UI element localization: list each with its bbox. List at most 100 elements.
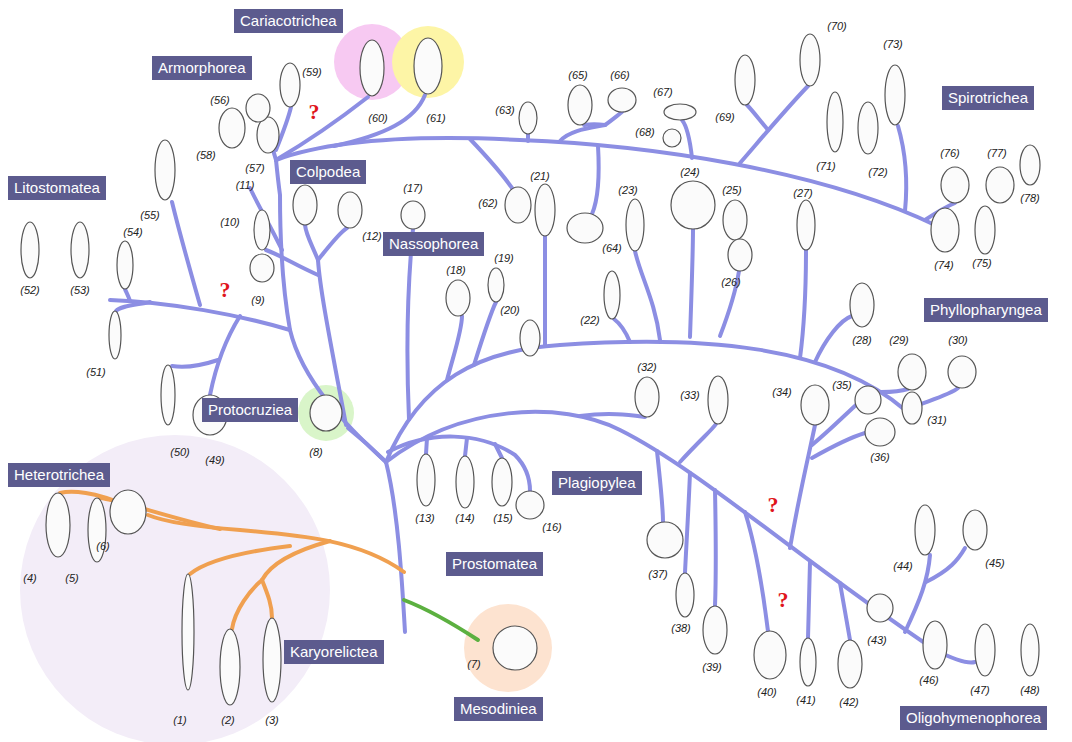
- callout-number: (68): [635, 126, 655, 139]
- class-name: Nassophorea: [389, 235, 478, 253]
- ciliate-drawing: [975, 206, 995, 254]
- callout-number: (4): [23, 572, 36, 585]
- callout-number: (52): [20, 284, 40, 297]
- tree-branch: [386, 412, 935, 650]
- callout-number: (51): [86, 366, 106, 379]
- ciliate-drawing: [46, 493, 70, 557]
- class-name: Phyllopharyngea: [930, 301, 1042, 319]
- callout-number: (41): [796, 694, 816, 707]
- ciliate-drawing: [401, 201, 425, 229]
- callout-number: (8): [309, 446, 322, 459]
- callout-number: (54): [123, 226, 143, 239]
- tree-branch: [408, 229, 413, 419]
- tree-branch: [318, 228, 347, 260]
- callout-number: (43): [867, 634, 887, 647]
- callout-number: (72): [868, 166, 888, 179]
- ciliate-drawing: [941, 167, 969, 203]
- callout-number: (34): [772, 386, 792, 399]
- callout-number: (30): [948, 334, 968, 347]
- ciliate-drawing: [963, 510, 987, 550]
- callout-number: (37): [648, 568, 668, 581]
- ciliate-drawing: [520, 320, 540, 356]
- ciliate-drawing: [931, 208, 959, 252]
- tree-branch: [592, 146, 599, 214]
- tree-branch: [926, 548, 965, 582]
- callout-number: (61): [426, 112, 446, 125]
- tree-branch: [635, 251, 660, 340]
- callout-number: (32): [637, 361, 657, 374]
- callout-number: (27): [793, 187, 813, 200]
- tree-branch: [543, 236, 547, 346]
- tree-branch: [465, 438, 467, 456]
- callout-number: (1): [173, 714, 186, 727]
- mesodinium-branch: [404, 600, 478, 640]
- ciliate-drawing: [923, 621, 947, 669]
- callout-number: (29): [889, 334, 909, 347]
- tree-branch: [495, 444, 502, 458]
- ciliate-drawing: [338, 192, 362, 228]
- ciliate-drawing: [246, 94, 270, 122]
- ciliate-drawing: [219, 108, 245, 148]
- tree-branch: [713, 490, 718, 606]
- ciliate-drawing: [867, 594, 893, 622]
- tree-branch: [800, 250, 806, 358]
- ciliate-drawing: [608, 88, 636, 112]
- ciliate-drawing: [800, 34, 820, 86]
- tree-branch: [898, 126, 906, 211]
- uncertainty-mark: ?: [220, 279, 231, 301]
- ciliate-drawing: [1020, 145, 1040, 185]
- ciliate-drawing: [109, 311, 121, 359]
- callout-number: (18): [446, 264, 466, 277]
- tree-branch: [190, 546, 290, 574]
- callout-number: (65): [568, 69, 588, 82]
- tree-branch: [404, 600, 478, 640]
- callout-number: (49): [205, 454, 225, 467]
- ciliate-drawing: [280, 63, 300, 107]
- ciliate-drawing: [723, 200, 747, 240]
- class-label-box: Protocruziea: [202, 398, 298, 422]
- ciliate-drawing: [456, 456, 474, 508]
- tree-branch: [682, 120, 692, 158]
- ciliate-drawing: [986, 167, 1014, 203]
- class-name: Armorphorea: [158, 59, 246, 77]
- tree-branch: [815, 316, 852, 362]
- callout-number: (53): [70, 284, 90, 297]
- ciliate-drawing: [161, 365, 175, 425]
- class-name: Heterotrichea: [14, 466, 104, 484]
- ciliate-drawings: [21, 34, 1040, 705]
- ciliate-drawing: [915, 505, 935, 555]
- tree-branch: [232, 580, 262, 629]
- tree-branch: [580, 414, 645, 417]
- ciliate-drawing: [88, 498, 106, 562]
- ciliate-drawing: [535, 184, 555, 236]
- ciliate-drawing: [754, 631, 786, 679]
- callout-number: (75): [972, 257, 992, 270]
- callout-number: (26): [721, 276, 741, 289]
- class-name: Plagiopylea: [558, 474, 636, 492]
- class-name: Karyorelictea: [290, 643, 378, 661]
- callout-number: (23): [618, 184, 638, 197]
- ciliate-drawing: [263, 618, 281, 702]
- tree-branch: [474, 302, 496, 365]
- ciliate-drawing: [257, 117, 279, 153]
- ciliate-drawing: [855, 386, 881, 414]
- class-name: Cariacotrichea: [240, 12, 337, 30]
- class-label-box: Mesodiniea: [454, 697, 543, 721]
- ciliate-drawing: [567, 213, 603, 243]
- callout-number: (35): [832, 379, 852, 392]
- tree-branch: [680, 424, 716, 462]
- ciliate-drawing: [647, 522, 683, 558]
- ciliate-drawing: [117, 241, 133, 289]
- ciliate-drawing: [663, 129, 681, 147]
- callout-number: (3): [265, 714, 278, 727]
- callout-number: (24): [680, 166, 700, 179]
- uncertainty-mark: ?: [309, 101, 320, 123]
- class-name: Spirotrichea: [948, 89, 1028, 107]
- ciliate-drawing: [519, 102, 537, 134]
- tree-branch: [125, 289, 130, 301]
- ciliate-drawing: [417, 454, 435, 506]
- callout-number: (63): [495, 104, 515, 117]
- callout-number: (7): [467, 658, 480, 671]
- ciliate-drawing: [568, 85, 592, 125]
